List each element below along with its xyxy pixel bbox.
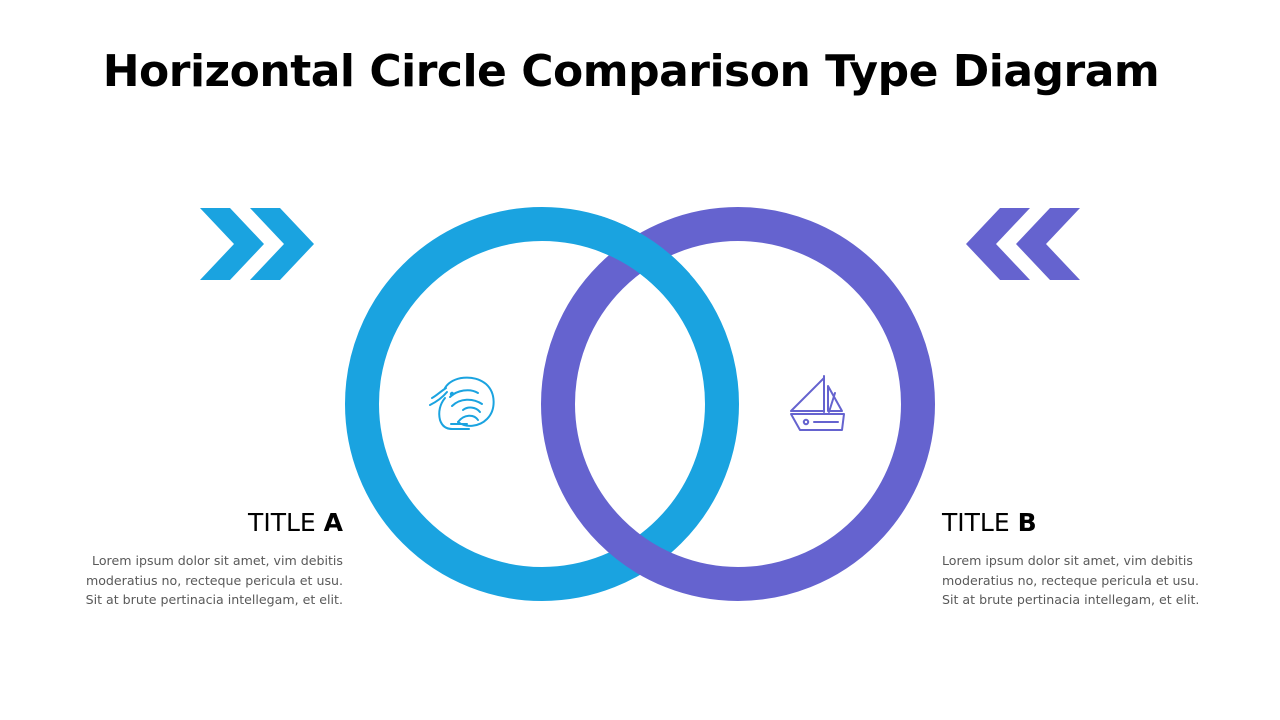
title-a-prefix: TITLE bbox=[248, 508, 324, 537]
diagram-title: Horizontal Circle Comparison Type Diagra… bbox=[102, 46, 1160, 97]
title-a-letter: A bbox=[323, 508, 343, 537]
sailboat-icon bbox=[790, 375, 845, 431]
double-chevron-left-icon bbox=[966, 208, 1080, 280]
title-b-prefix: TITLE bbox=[942, 508, 1018, 537]
title-b-letter: B bbox=[1017, 508, 1037, 537]
title-b: TITLE B bbox=[942, 508, 1037, 537]
double-chevron-right-icon bbox=[200, 208, 314, 280]
title-a: TITLE A bbox=[248, 508, 343, 537]
right-circle bbox=[541, 207, 935, 601]
shrimp-icon bbox=[429, 376, 495, 430]
description-a: Lorem ipsum dolor sit amet, vim debitis … bbox=[85, 553, 343, 607]
description-b: Lorem ipsum dolor sit amet, vim debitis … bbox=[942, 553, 1200, 607]
left-circle bbox=[345, 207, 739, 601]
